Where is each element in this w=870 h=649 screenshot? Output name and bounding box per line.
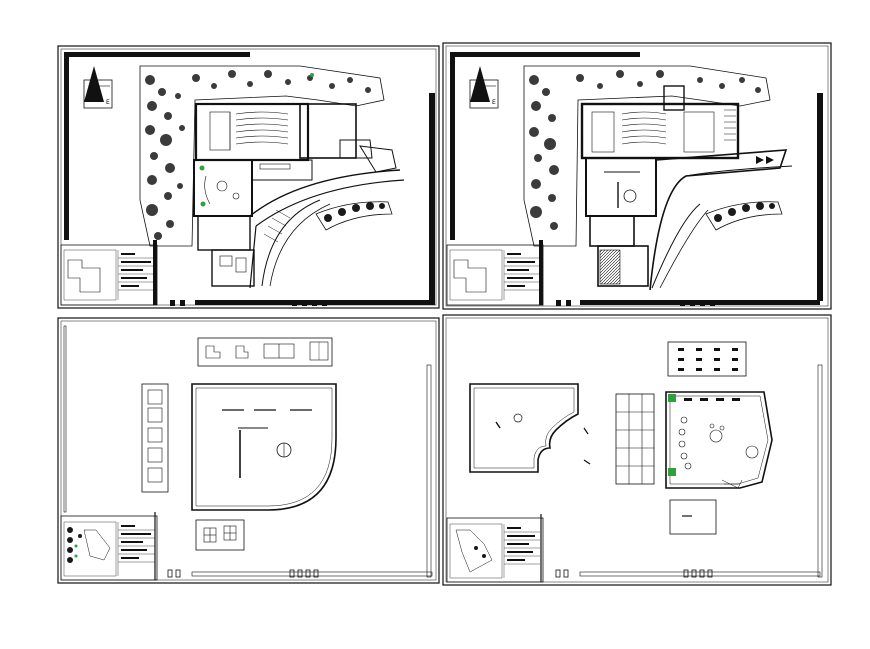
scale-markers xyxy=(167,569,319,578)
curved-planter xyxy=(315,201,393,231)
building-plan xyxy=(193,102,405,289)
curved-planter xyxy=(705,201,783,231)
sheet-border xyxy=(442,42,832,310)
north-label: E xyxy=(492,99,496,106)
sheet-border xyxy=(57,317,440,584)
site-vegetation xyxy=(139,65,385,247)
furniture-grid xyxy=(667,341,747,377)
detail-box xyxy=(195,519,245,551)
north-label: E xyxy=(106,99,110,106)
sheet-interior-details xyxy=(442,314,832,586)
sheet-first-floor-plan: E xyxy=(442,42,832,310)
sheet-border xyxy=(442,314,832,586)
grid-panel xyxy=(615,393,655,485)
title-block xyxy=(60,240,158,306)
sheet-ground-floor-plan: E xyxy=(57,45,440,309)
north-arrow-icon: E xyxy=(83,66,113,109)
site-vegetation xyxy=(523,65,771,247)
stair-icon xyxy=(724,109,736,141)
detail-box xyxy=(669,499,717,535)
scale-markers xyxy=(170,300,327,306)
title-block xyxy=(446,514,544,583)
sheet-border xyxy=(57,45,440,309)
scale-markers xyxy=(556,300,715,306)
column-icon xyxy=(141,383,169,493)
north-arrow-icon: E xyxy=(469,66,499,109)
hall-plan xyxy=(191,383,337,511)
stair-icon xyxy=(263,209,291,243)
sheet-furniture-details xyxy=(57,317,440,584)
title-block xyxy=(446,240,544,306)
building-plan xyxy=(580,85,793,291)
room-plan xyxy=(469,383,591,473)
title-block xyxy=(60,512,158,581)
scale-markers xyxy=(555,569,713,578)
furniture-strip xyxy=(197,337,333,367)
furnished-hall xyxy=(665,391,773,489)
